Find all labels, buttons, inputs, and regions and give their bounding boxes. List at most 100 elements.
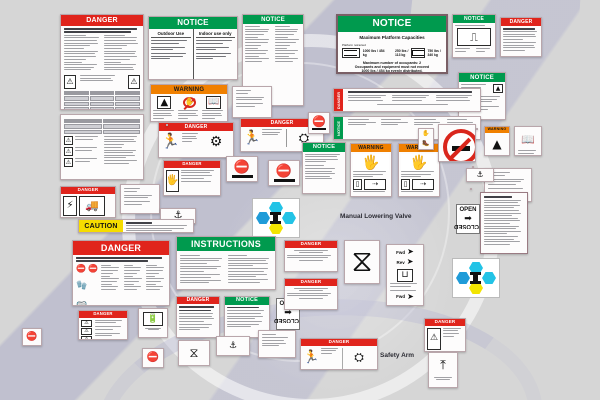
decal-danger-bottom-left[interactable]: DANGER ⚠ ⚠ ⚠ xyxy=(78,310,128,340)
decal-caution-bar[interactable]: CAUTION xyxy=(78,219,194,233)
label-closed: CLOSED xyxy=(453,223,479,229)
decal-note-small-2[interactable] xyxy=(120,184,160,214)
decal-pictogram-tiny-2[interactable]: ⛔ xyxy=(142,348,164,368)
decal-notice-wind-speed[interactable]: NOTICE Outdoor Use Indoor use only xyxy=(148,16,238,80)
decal-pictogram-square-1[interactable]: ⛔ xyxy=(226,156,258,182)
arrow-right-icon: ➡ xyxy=(464,213,472,223)
decal-notice-small-topright[interactable]: NOTICE ⎍ xyxy=(452,14,496,58)
signal-word-notice: NOTICE xyxy=(453,15,495,23)
scissor-lift-icon: ⚙ xyxy=(209,134,223,150)
decal-tiedown-3[interactable]: ⚓ xyxy=(216,336,250,356)
signal-word-notice: NOTICE xyxy=(338,16,446,32)
scissor-lift-icon: ⛭ xyxy=(286,129,321,147)
signal-word-danger: DANGER xyxy=(501,18,541,26)
signal-word-danger: DANGER xyxy=(73,241,169,255)
person-falling-icon: 🏃 xyxy=(303,349,320,365)
decal-danger-small-left[interactable]: DANGER ⚡ 🚚 xyxy=(60,186,116,218)
crush-hand-icon: 🖐 xyxy=(353,154,389,171)
hazard-icon-1: ⚠ xyxy=(81,319,92,327)
decal-checklist[interactable] xyxy=(480,192,528,254)
crush-hazard-icon: ⚠ xyxy=(427,327,441,350)
gloves-icon: 🧤 xyxy=(76,280,88,291)
battery-icon: 🔋 xyxy=(143,312,163,326)
decal-danger-secondary[interactable]: ⚠ ⚠ ⚠ xyxy=(60,114,144,180)
decal-danger-small-b[interactable]: DANGER xyxy=(176,296,220,338)
no-riders-icon: ⛔ xyxy=(269,161,299,185)
decal-note-small-3[interactable] xyxy=(258,330,296,358)
signal-word-danger: DANGER xyxy=(159,123,233,131)
platform-extended-label xyxy=(395,43,442,47)
decal-no-smoking[interactable] xyxy=(438,124,476,162)
decal-danger-wide-band[interactable]: DANGER xyxy=(333,88,481,112)
person-falling-icon: 🏃 xyxy=(243,130,261,146)
signal-word-danger: DANGER xyxy=(425,319,465,326)
signal-word-danger: DANGER xyxy=(334,89,343,111)
decal-open-closed-1[interactable]: OPEN ➡ CLOSED xyxy=(453,204,480,234)
decal-scissor-lift-tall[interactable]: ⧖ xyxy=(344,240,380,284)
pothole-protection-icon: ⊔ xyxy=(397,269,413,282)
electrocution-icon: ⚡ xyxy=(63,195,77,216)
decal-manual-book-small[interactable]: 📖 xyxy=(514,126,542,156)
label-open: OPEN xyxy=(459,207,477,213)
decal-danger-tipover-3[interactable]: DANGER 🏃 ⛭ xyxy=(300,338,378,370)
col-header-outdoor: Outdoor Use xyxy=(157,31,185,36)
signal-word-warning: WARNING xyxy=(151,85,227,94)
label-closed: CLOSED xyxy=(273,317,299,323)
decal-warning-triangle-small[interactable]: WARNING ▲ xyxy=(484,126,510,156)
decal-pictogram-square-2[interactable]: ⛔ xyxy=(268,160,300,186)
decal-danger-battery[interactable]: DANGER ⛔ ⛔ 🧤 🥽 🚭 xyxy=(72,240,170,306)
signal-word-warning: WARNING xyxy=(485,127,509,133)
decal-battery-symbol[interactable]: 🔋 xyxy=(138,308,168,338)
decal-danger-bottom-right[interactable]: DANGER ⚠ xyxy=(424,318,466,352)
decal-danger-pinch[interactable]: DANGER 🖐 xyxy=(163,160,221,196)
arrow-right-icon: ➤ xyxy=(407,247,414,256)
hazard-icon-a: ⚠ xyxy=(64,136,73,146)
decal-danger-stack-2[interactable]: DANGER xyxy=(284,278,338,310)
decal-note-small-1[interactable] xyxy=(232,86,272,118)
distribution-line: 1000 lbs / 454 kg evenly distributed. xyxy=(361,69,423,73)
decal-danger-tipover-1[interactable]: DANGER 🏃 ⚙ xyxy=(158,122,234,158)
decal-scissor-small[interactable]: ⧖ xyxy=(178,340,210,366)
caption-manual-lowering-valve: Manual Lowering Valve xyxy=(340,213,412,220)
decal-warning-three-pictograms[interactable]: WARNING ▲ ✋ 📖 xyxy=(150,84,228,122)
decal-pictogram-square-3[interactable]: ⛔ xyxy=(308,112,330,134)
decal-control-pattern-1[interactable] xyxy=(252,198,300,238)
capacity-value-1: 1000 lbs / 454 kg xyxy=(362,48,385,57)
decal-danger-main[interactable]: DANGER xyxy=(60,14,144,110)
signal-word-notice: NOTICE xyxy=(334,117,343,139)
signal-word-danger: DANGER xyxy=(285,279,337,286)
hex-cyan-top xyxy=(469,262,483,274)
decal-pictogram-tiny-1[interactable]: ⛔ xyxy=(22,328,42,346)
arrow-right-icon: ➤ xyxy=(407,291,414,301)
platform-retracted-icon xyxy=(342,48,360,58)
decal-danger-topright[interactable]: DANGER xyxy=(500,17,542,57)
decal-tiedown-4[interactable]: ⚓ xyxy=(466,168,494,182)
signal-word-danger: DANGER xyxy=(241,119,323,127)
control-box-icon: ▯ xyxy=(401,179,410,191)
decal-warning-manual-lowering-2[interactable]: WARNING 🖐 ▯ ⇢ xyxy=(398,143,440,197)
decal-notice-capacities[interactable]: NOTICE Maximum Platform Capacities Platf… xyxy=(336,14,448,74)
decal-fwd-rev[interactable]: Fwd ➤ Rev ➤ ⊔ Fwd ➤ xyxy=(386,244,424,306)
scissor-lift-icon: ⧖ xyxy=(351,244,373,279)
no-riders-icon: ⛔ xyxy=(26,331,38,342)
vertical-label-danger: DANGER xyxy=(336,91,341,109)
decal-lift-point[interactable]: ⤒ xyxy=(428,352,458,388)
manual-book-icon: 📖 xyxy=(521,133,535,146)
signal-word-caution: CAUTION xyxy=(79,220,123,232)
hand-icon: ✋ xyxy=(422,130,430,137)
hex-yellow-bottom xyxy=(469,282,483,294)
tiedown-icon: ⚓ xyxy=(228,340,238,351)
capacity-value-3: 750 lbs / 340 kg xyxy=(427,48,441,57)
signal-word-danger: DANGER xyxy=(301,339,377,346)
hex-blue-left xyxy=(256,212,270,224)
decal-pictogram-strip[interactable]: ✋ 🥾 xyxy=(418,128,434,150)
decal-control-pattern-2[interactable] xyxy=(452,258,500,298)
decal-warning-manual-lowering-1[interactable]: WARNING 🖐 ▯ ⇢ xyxy=(350,143,392,197)
pictogram-tipover-icon: ⚠ xyxy=(64,74,76,89)
decal-notice-tall[interactable]: NOTICE xyxy=(242,14,304,106)
lowering-valve-icon: ⇢ xyxy=(412,179,434,191)
decal-instructions-charger[interactable]: INSTRUCTIONS xyxy=(176,236,276,290)
decal-danger-stack-1[interactable]: DANGER xyxy=(284,240,338,272)
decal-notice-mid[interactable]: NOTICE xyxy=(302,142,346,194)
